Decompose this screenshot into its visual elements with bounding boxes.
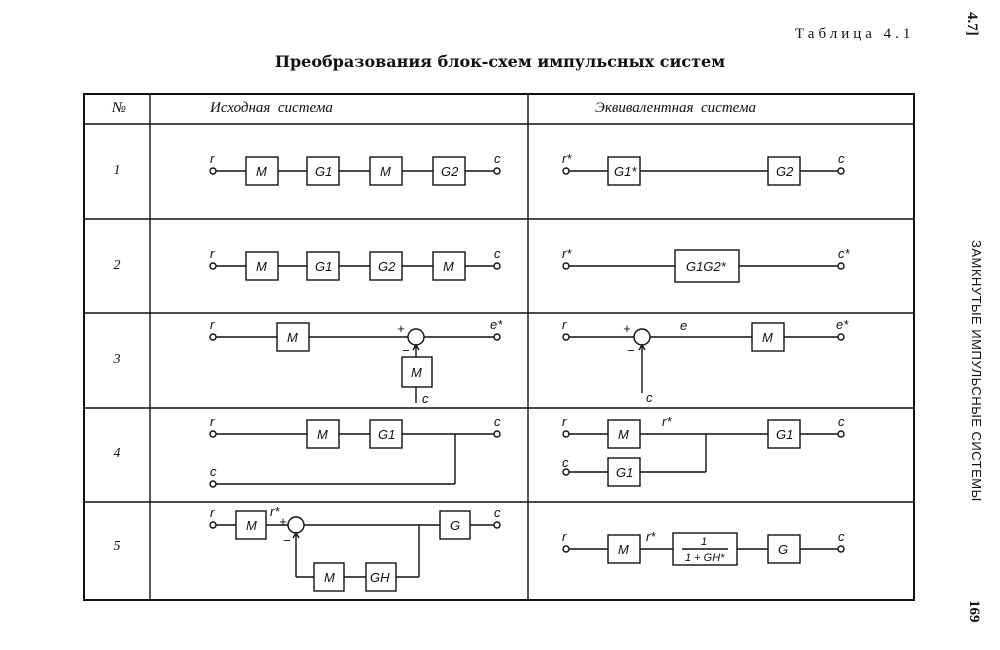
- label-c: c: [838, 414, 845, 429]
- row4-original-diagram: [209, 419, 501, 488]
- row3-original-diagram: [209, 322, 501, 403]
- label-frac-denominator: 1 + GH*: [685, 552, 725, 564]
- header-original-system: Исходная система: [210, 100, 333, 116]
- label-m: M: [618, 427, 629, 442]
- label-g1: G1: [378, 427, 395, 442]
- label-r: r: [210, 151, 215, 166]
- label-g1: G1: [315, 259, 332, 274]
- label-m: M: [411, 365, 422, 380]
- label-m: M: [618, 542, 629, 557]
- label-minus: −: [627, 343, 635, 358]
- label-minus: −: [402, 343, 410, 358]
- label-g1: G1: [616, 465, 633, 480]
- label-r: r: [562, 414, 567, 429]
- label-g1g2-star: G1G2*: [686, 259, 727, 274]
- label-r-star: r*: [270, 504, 280, 519]
- label-plus: +: [279, 514, 287, 529]
- row3-equivalent-diagram: [562, 322, 845, 393]
- table-grid: [83, 93, 915, 601]
- label-r: r: [210, 505, 215, 520]
- table-label: Таблица 4.1: [795, 26, 915, 42]
- running-header: ЗАМКНУТЫЕ ИМПУЛЬСНЫЕ СИСТЕМЫ: [969, 240, 984, 502]
- diagram-labels: r M G1 M G2 c r* G1* G2 c r M G1 G2 M c …: [210, 151, 851, 585]
- header-number: №: [112, 100, 127, 116]
- label-c: c: [494, 505, 501, 520]
- row-number-1: 1: [113, 163, 121, 178]
- label-g1: G1: [776, 427, 793, 442]
- label-r-star: r*: [662, 414, 672, 429]
- row1-original-diagram: [209, 156, 501, 186]
- label-r: r: [562, 529, 567, 544]
- label-c: c: [494, 414, 501, 429]
- label-r-star: r*: [646, 529, 656, 544]
- label-r: r: [210, 246, 215, 261]
- row5-equivalent-diagram: [562, 532, 845, 566]
- row4-equivalent-diagram: [562, 419, 845, 487]
- label-m: M: [443, 259, 454, 274]
- label-m: M: [246, 518, 257, 533]
- label-plus: +: [397, 321, 405, 336]
- label-g1: G1: [315, 164, 332, 179]
- label-m: M: [324, 570, 335, 585]
- label-e: e: [680, 318, 687, 333]
- row5-original-diagram: [209, 510, 501, 592]
- header-equivalent-system: Эквивалентная система: [595, 100, 757, 116]
- label-r-star: r*: [562, 151, 572, 166]
- label-c: c: [422, 391, 429, 406]
- label-c: c: [210, 464, 217, 479]
- row1-equivalent-diagram: [562, 156, 845, 186]
- label-c: c: [838, 151, 845, 166]
- label-e-star: e*: [490, 317, 503, 332]
- label-g: G: [450, 518, 460, 533]
- label-e-star: e*: [836, 317, 849, 332]
- row2-original-diagram: [209, 251, 501, 281]
- label-r: r: [210, 317, 215, 332]
- label-g2: G2: [378, 259, 396, 274]
- label-plus: +: [623, 321, 631, 336]
- label-minus: −: [283, 533, 291, 548]
- row-number-2: 2: [113, 258, 121, 273]
- label-m: M: [287, 330, 298, 345]
- label-c: c: [838, 529, 845, 544]
- page-title: Преобразования блок-схем импульсных сист…: [274, 52, 726, 71]
- label-c-star: c*: [838, 246, 851, 261]
- row-number-3: 3: [113, 352, 121, 367]
- label-r: r: [562, 317, 567, 332]
- label-m: M: [380, 164, 391, 179]
- row-number-4: 4: [113, 446, 121, 461]
- label-r: r: [210, 414, 215, 429]
- label-g2: G2: [441, 164, 459, 179]
- label-m: M: [256, 164, 267, 179]
- label-m: M: [762, 330, 773, 345]
- label-c: c: [494, 246, 501, 261]
- label-gh: GH: [370, 570, 390, 585]
- label-g: G: [778, 542, 788, 557]
- label-c: c: [646, 390, 653, 405]
- label-c: c: [562, 455, 569, 470]
- label-m: M: [317, 427, 328, 442]
- label-g2: G2: [776, 164, 794, 179]
- label-r-star: r*: [562, 246, 572, 261]
- label-frac-numerator: 1: [701, 536, 707, 548]
- label-c: c: [494, 151, 501, 166]
- label-m: M: [256, 259, 267, 274]
- label-g1-star: G1*: [614, 164, 637, 179]
- row2-equivalent-diagram: [562, 249, 845, 283]
- row-number-5: 5: [113, 539, 121, 554]
